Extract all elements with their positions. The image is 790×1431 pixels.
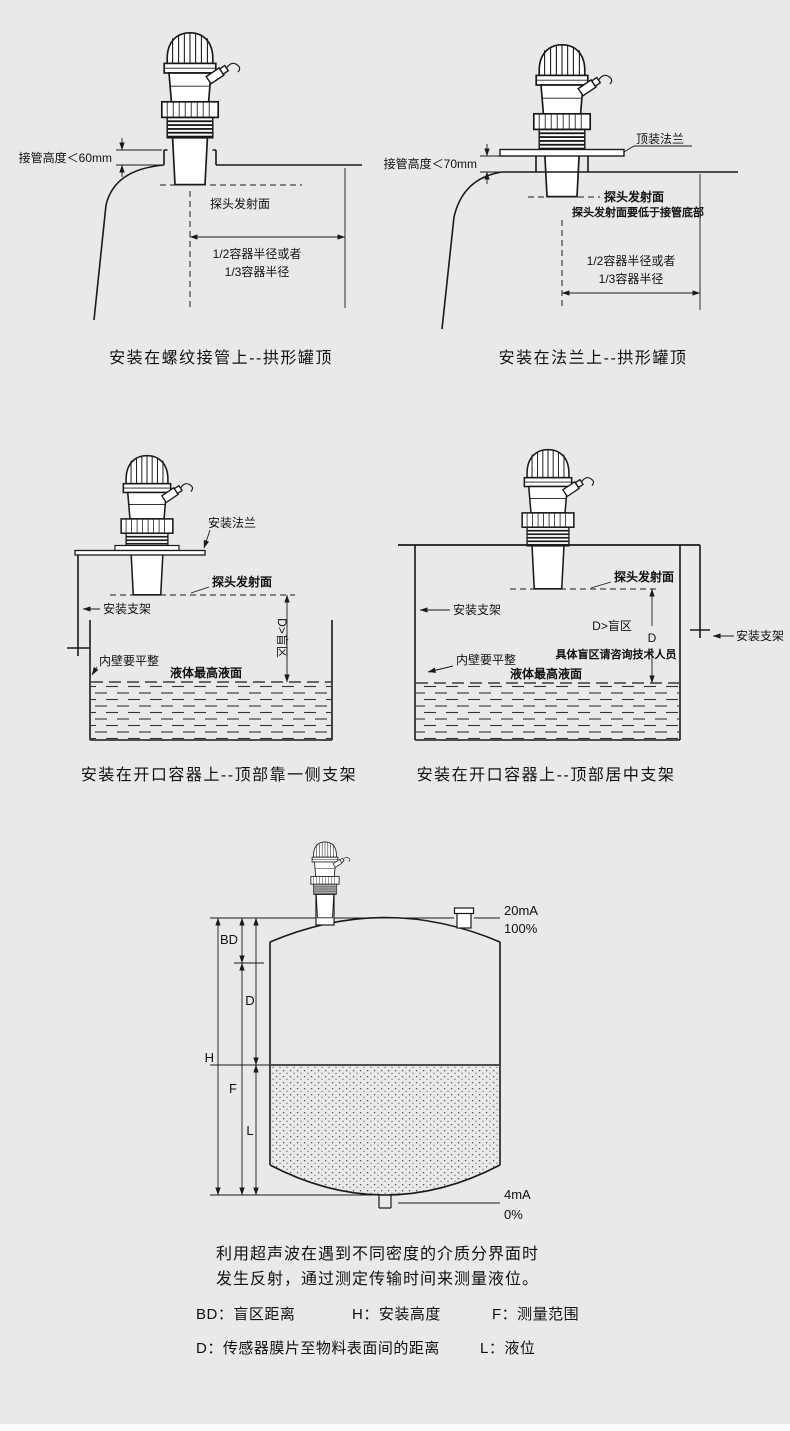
ma-low-label: 4mA (504, 1187, 531, 1202)
legend-f: F：测量范围 (492, 1306, 580, 1323)
diagram-flange-mount: 顶装法兰 接管高度＜70mm 探头发射面 探头发射面要低于接管底部 1/2容器半… (384, 43, 738, 367)
pipe-height-label: 接管高度＜60mm (19, 150, 112, 165)
top-flange-callout (623, 145, 692, 153)
liquid (416, 684, 679, 739)
diagram1-caption: 安装在螺纹接管上--拱形罐顶 (109, 349, 333, 367)
bracket-right-label: 安装支架 (736, 628, 784, 643)
ultrasonic-sensor (532, 43, 615, 198)
radius-label-1: 1/2容器半径或者 (587, 253, 676, 268)
tank-outline (269, 916, 501, 1209)
description-line1: 利用超声波在遇到不同密度的介质分界面时 (216, 1246, 540, 1263)
ma-high-label: 20mA (504, 903, 538, 918)
bracket-plate (74, 549, 206, 556)
bottom-bar (0, 1424, 790, 1431)
blind-zone-label: D>盲区 (275, 618, 290, 658)
ultrasonic-sensor (120, 454, 195, 596)
container-walls (89, 620, 333, 741)
ultrasonic-sensor (521, 448, 596, 590)
bracket-label: 安装支架 (103, 601, 151, 616)
legend-bd: BD：盲区距离 (196, 1306, 296, 1323)
description-line2: 发生反射，通过测定传输时间来测量液位。 (216, 1271, 540, 1288)
max-level-label: 液体最高液面 (170, 665, 242, 680)
probe-surface-label: 探头发射面 (212, 574, 272, 589)
mount-flange-leader (203, 529, 211, 549)
ultrasonic-sensor (160, 31, 243, 186)
vent-cap (453, 907, 475, 915)
diagram2-caption: 安装在法兰上--拱形罐顶 (499, 349, 688, 367)
probe-note-label: 探头发射面要低于接管底部 (572, 205, 704, 219)
diagram-measurement-tank: BD D H F L 20mA 100% 4mA 0% (205, 841, 538, 1222)
description: 利用超声波在遇到不同密度的介质分界面时 发生反射，通过测定传输时间来测量液位。 (216, 1242, 539, 1292)
d-label: D (245, 993, 254, 1008)
diagram-open-tank-side-bracket: 安装法兰 探头发射面 安装支架 内壁要平整 液体最高液面 D>盲区 安装在开口容… (67, 454, 357, 784)
legend-l: L：液位 (480, 1340, 536, 1357)
pipe-height-dimension (116, 138, 162, 177)
h-label: H (205, 1050, 214, 1065)
bracket-post (67, 555, 89, 656)
liquid (271, 1065, 499, 1194)
tank-roof (93, 149, 362, 321)
container-walls (414, 545, 681, 741)
radius-label-2: 1/3容器半径 (599, 271, 664, 286)
inner-wall-leader (427, 665, 454, 673)
f-label: F (229, 1081, 237, 1096)
inner-wall-leader (91, 666, 99, 676)
probe-surface-label: 探头发射面 (614, 569, 674, 584)
pct-high-label: 100% (504, 921, 538, 936)
legend-h: H：安装高度 (352, 1306, 441, 1323)
mount-flange-label: 安装法兰 (208, 515, 256, 530)
vent-fitting (456, 912, 472, 929)
ultrasonic-sensor (310, 841, 352, 919)
inner-wall-label: 内壁要平整 (456, 652, 516, 667)
l-label: L (246, 1123, 253, 1138)
blind-zone-label: D>盲区 (592, 618, 632, 633)
diagram3-caption: 安装在开口容器上--顶部靠一侧支架 (81, 766, 357, 784)
diagram-threaded-nozzle: 接管高度＜60mm 探头发射面 1/2容器半径或者 1/3容器半径 安装在螺纹接… (19, 31, 362, 367)
bracket-post-right (690, 545, 710, 638)
probe-surface-label: 探头发射面 (604, 189, 664, 204)
bd-label: BD (220, 932, 238, 947)
probe-surface-leader (190, 586, 210, 594)
top-flange-label: 顶装法兰 (636, 132, 684, 146)
top-flange-plate (499, 148, 625, 157)
consult-note-label: 具体盲区请咨询技术人员 (556, 647, 677, 661)
dimension-lines (215, 917, 259, 1196)
dimension-d-label: D (648, 631, 657, 645)
diagram-open-tank-center-bracket: 探头发射面 安装支架 安装支架 内壁要平整 液体最高液面 D>盲区 D 具体盲区… (398, 448, 784, 784)
probe-surface-leader (590, 581, 612, 589)
radius-label-1: 1/2容器半径或者 (213, 246, 302, 261)
liquid (91, 683, 331, 739)
legend-d: D：传感器膜片至物料表面间的距离 (196, 1340, 440, 1357)
max-level-label: 液体最高液面 (510, 666, 582, 681)
pipe-height-label: 接管高度＜70mm (384, 156, 477, 171)
inner-wall-label: 内壁要平整 (99, 653, 159, 668)
pipe-height-dimension (480, 144, 533, 184)
probe-surface-label: 探头发射面 (210, 196, 270, 211)
sensor-flange-disc (114, 544, 180, 552)
diagram4-caption: 安装在开口容器上--顶部居中支架 (417, 766, 676, 784)
bracket-left-label: 安装支架 (453, 602, 501, 617)
radius-label-2: 1/3容器半径 (225, 264, 290, 279)
tank-roof (441, 156, 738, 330)
pct-low-label: 0% (504, 1207, 523, 1222)
